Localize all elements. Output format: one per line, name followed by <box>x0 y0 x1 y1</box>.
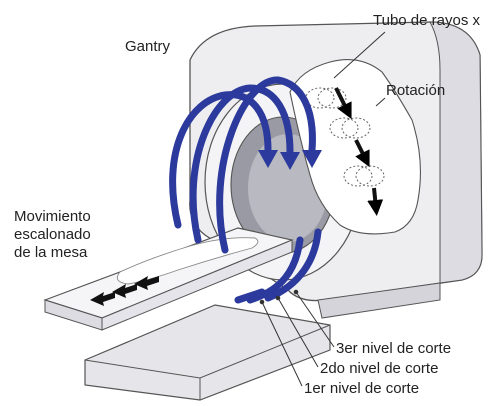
gantry-cutaway <box>289 59 421 235</box>
table-movement-arrows <box>90 276 159 306</box>
table-movement-label-line2: escalonado <box>14 226 91 243</box>
rotation-label: Rotación <box>386 82 446 99</box>
slice-level-2-label: 2do nivel de corte <box>320 360 439 377</box>
scan-arrowheads <box>258 150 322 170</box>
slice-level-1-label: 1er nivel de corte <box>304 380 420 397</box>
xray-tube-label: Tubo de rayos x <box>373 12 480 29</box>
label-leader-lines <box>333 31 386 107</box>
slice-leader-lines <box>259 289 335 387</box>
table-movement-label-line3: de la mesa <box>14 244 88 261</box>
slice-level-3-label: 3er nivel de corte <box>336 340 452 357</box>
scanner-base <box>84 304 331 401</box>
gantry-label: Gantry <box>125 38 171 55</box>
scan-path-arrows <box>169 76 322 304</box>
table-movement-label-line1: Movimiento <box>14 208 91 225</box>
